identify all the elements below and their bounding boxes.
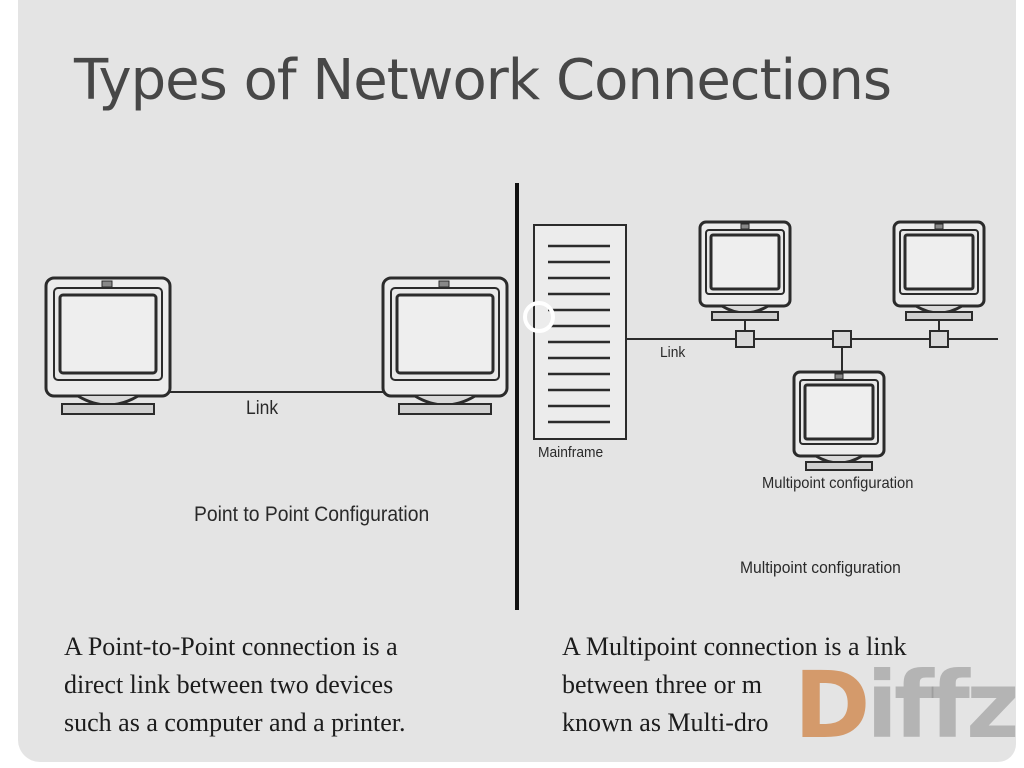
multipoint-computer-icon xyxy=(698,220,792,322)
slide-title: Types of Network Connections xyxy=(74,48,892,113)
ring-marker-icon xyxy=(523,301,555,333)
multipoint-computer-icon xyxy=(792,370,886,472)
multipoint-inner-label: Multipoint configuration xyxy=(762,475,914,492)
slide: Types of Network Connections xyxy=(18,0,1016,762)
tap-connector-icon xyxy=(929,320,949,348)
point-to-point-computer-left-icon xyxy=(44,276,172,416)
mainframe-icon xyxy=(533,224,627,440)
network-diagram xyxy=(44,183,998,610)
description-line: between three or m xyxy=(562,670,762,699)
multipoint-link-label: Link xyxy=(660,344,686,361)
description-line: A Point-to-Point connection is a xyxy=(64,632,398,661)
mainframe-label: Mainframe xyxy=(538,444,604,461)
tap-connector-icon xyxy=(735,320,755,348)
point-to-point-description: A Point-to-Point connection is a direct … xyxy=(64,628,406,742)
point-to-point-caption-label: Point to Point Configuration xyxy=(194,503,430,526)
watermark-first-letter: D xyxy=(794,652,870,759)
multipoint-outer-label: Multipoint configuration xyxy=(740,558,901,577)
tap-connector-icon xyxy=(832,330,852,372)
multipoint-computer-icon xyxy=(892,220,986,322)
diffzi-watermark-logo: Diffzi xyxy=(794,660,1016,752)
description-line: such as a computer and a printer. xyxy=(64,708,406,737)
description-line: A Multipoint connection is a link xyxy=(562,632,907,661)
point-to-point-computer-right-icon xyxy=(381,276,509,416)
description-line: known as Multi-dro xyxy=(562,708,769,737)
description-line: direct link between two devices xyxy=(64,670,394,699)
multipoint-description: A Multipoint connection is a link betwee… xyxy=(562,628,906,742)
point-to-point-link-label: Link xyxy=(246,398,279,419)
watermark-rest: iffzi xyxy=(866,652,1016,759)
